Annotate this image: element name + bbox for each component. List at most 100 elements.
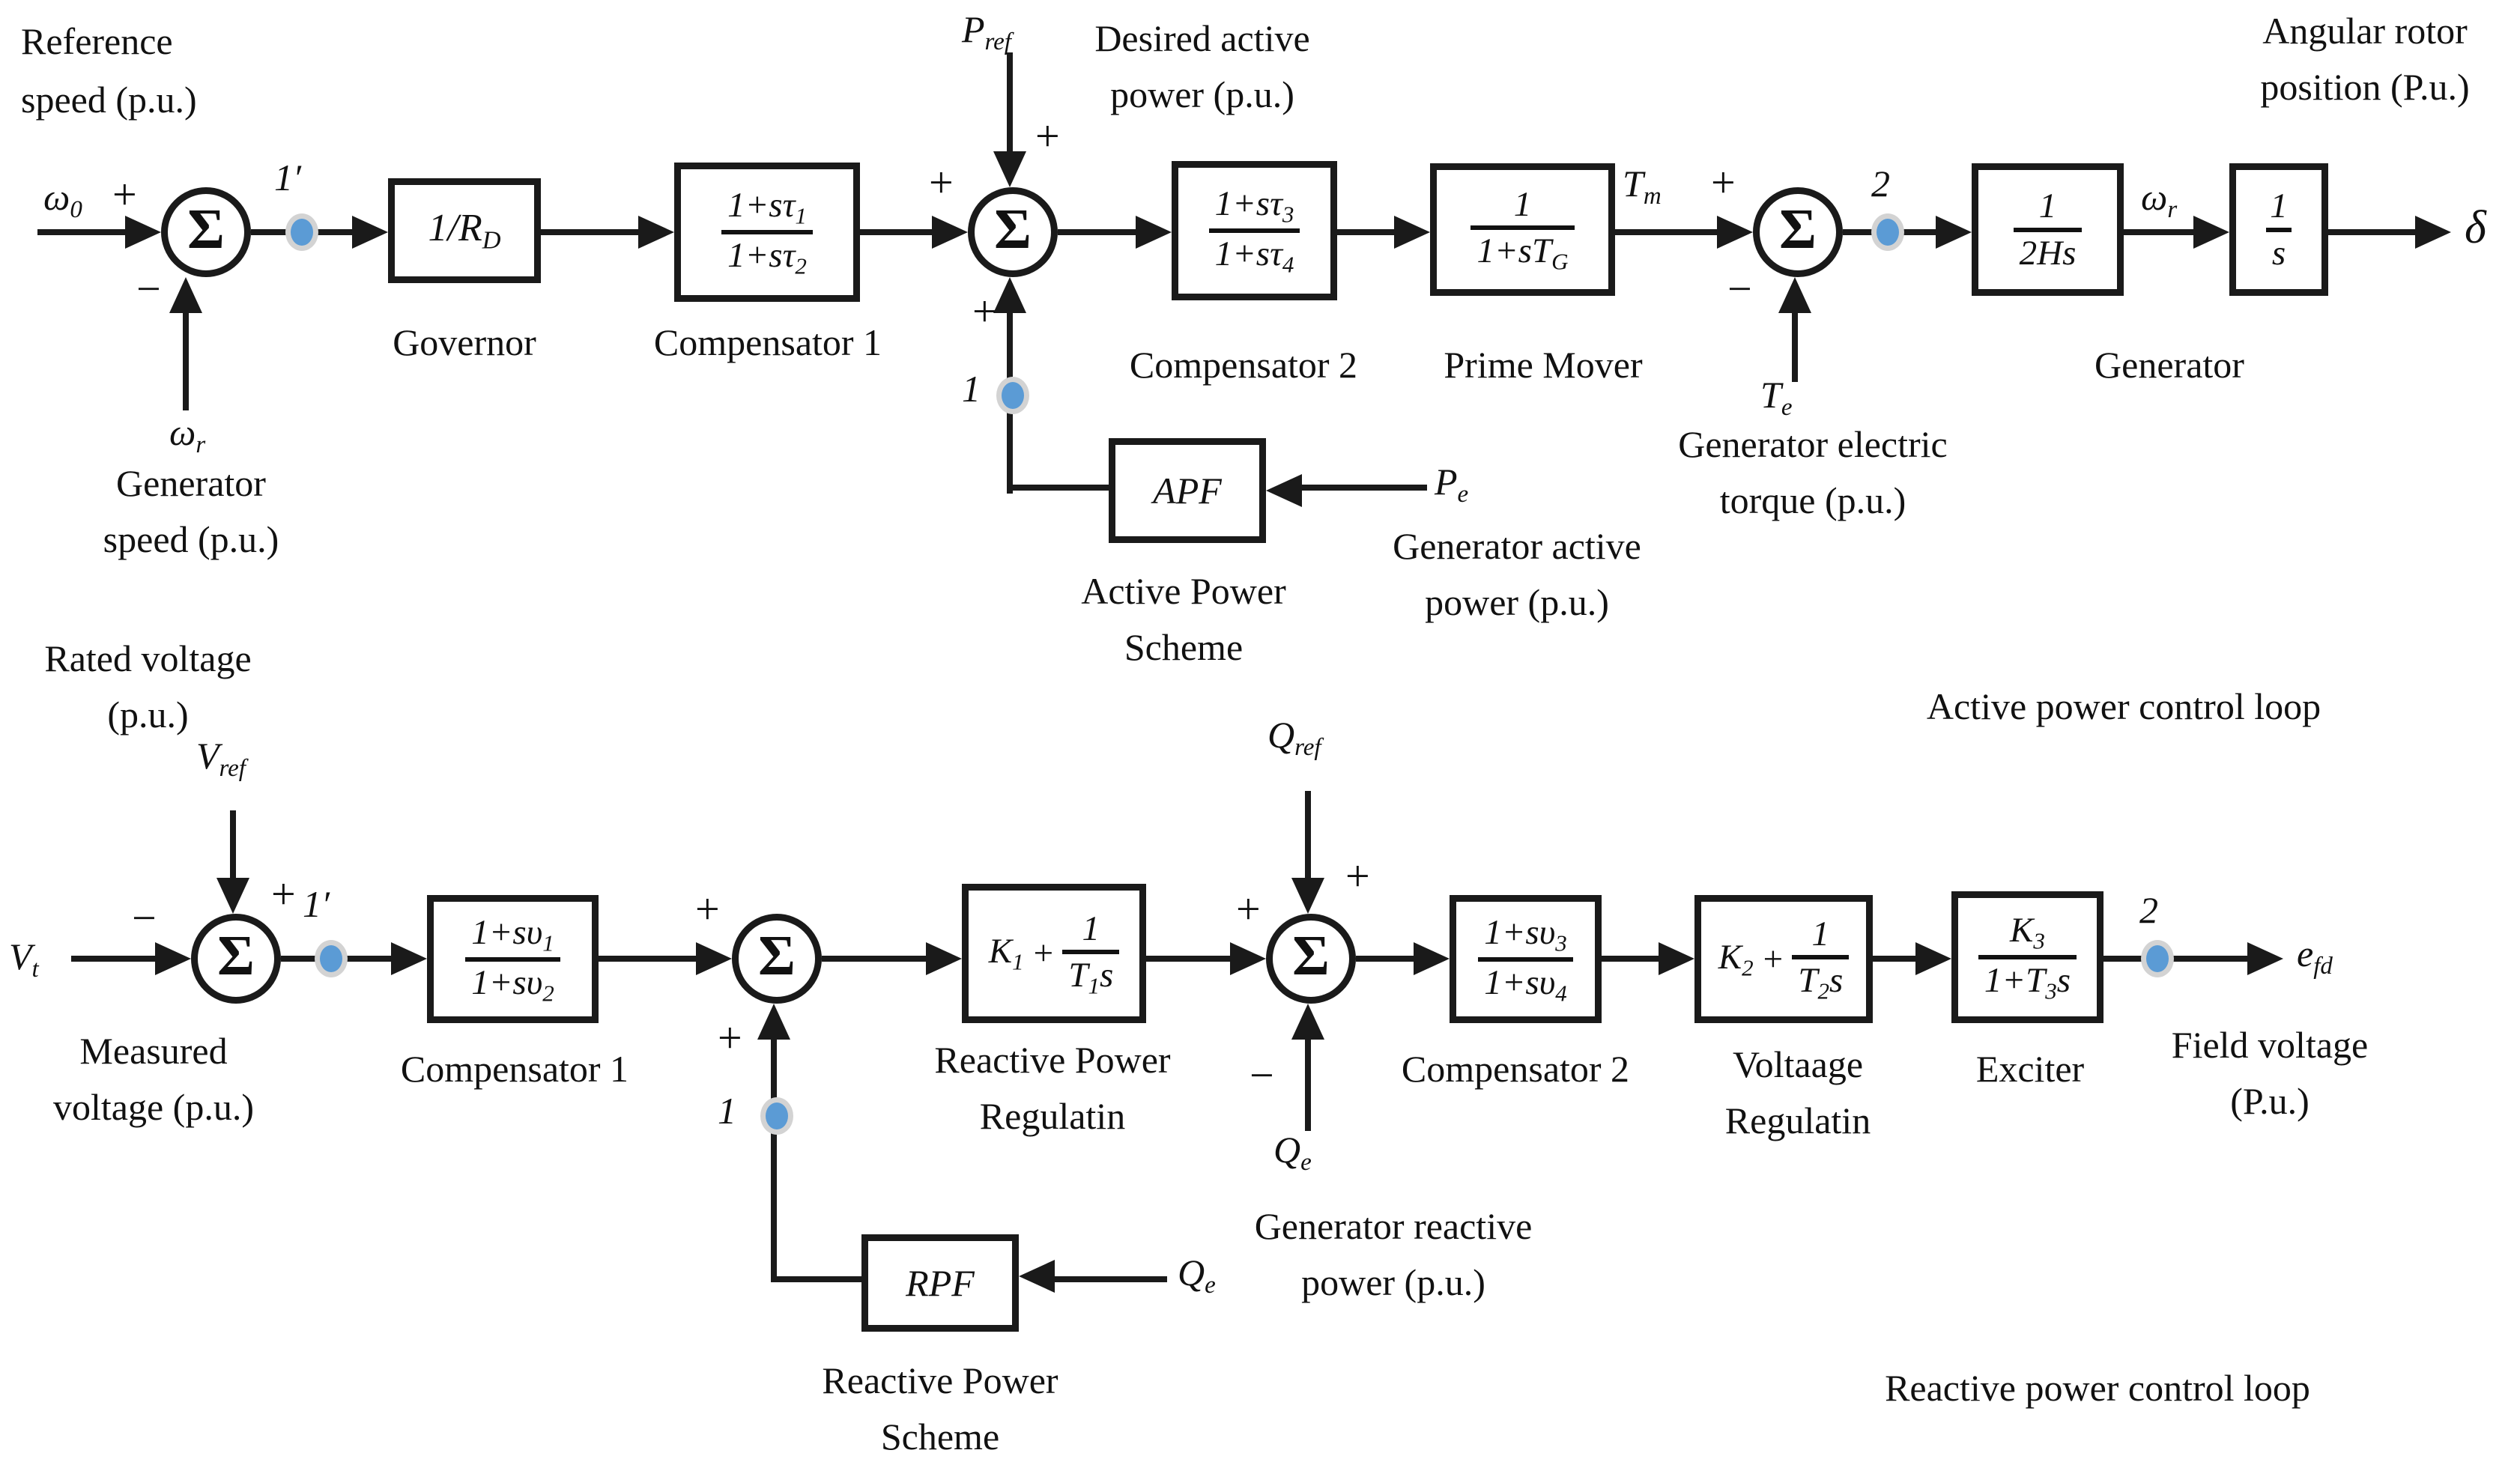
connector bbox=[230, 810, 236, 878]
connector bbox=[774, 1276, 861, 1282]
plus-sign-v-ref: + bbox=[271, 870, 296, 918]
arrowhead bbox=[1394, 216, 1430, 249]
arrowhead bbox=[1778, 277, 1811, 313]
signal-t-e: Te bbox=[1760, 374, 1793, 421]
label-reference-speed-line1: Reference bbox=[21, 20, 173, 62]
connector bbox=[1058, 229, 1136, 235]
signal-q-e-sum: Qe bbox=[1273, 1129, 1312, 1176]
connector bbox=[599, 956, 696, 962]
sum-junction-speed-error: Σ bbox=[161, 187, 251, 277]
connector bbox=[71, 956, 155, 962]
block-integrator: 1 s bbox=[2229, 163, 2328, 296]
connector bbox=[2328, 229, 2415, 235]
sum-junction-power-ref: Σ bbox=[968, 187, 1058, 277]
arrowhead bbox=[1291, 878, 1324, 914]
plus-sign-p-ref: + bbox=[1035, 112, 1060, 160]
node-label-2-top: 2 bbox=[1871, 163, 1890, 204]
label-exciter: Exciter bbox=[1975, 1048, 2085, 1090]
node-label-1-prime-bottom: 1′ bbox=[303, 883, 330, 925]
connector bbox=[1305, 791, 1311, 878]
connector bbox=[1337, 229, 1394, 235]
label-governor: Governor bbox=[393, 321, 536, 363]
block-exciter: K3 1+T3s bbox=[1951, 891, 2103, 1023]
signal-delta: δ bbox=[2465, 202, 2486, 253]
label-compensator2-bottom: Compensator 2 bbox=[1401, 1048, 1630, 1090]
label-compensator1-bottom: Compensator 1 bbox=[400, 1048, 629, 1090]
signal-omega0: ω0 bbox=[43, 176, 82, 223]
arrowhead bbox=[2247, 942, 2283, 975]
node-marker-1-prime-top bbox=[285, 213, 318, 251]
connector bbox=[1356, 956, 1414, 962]
block-compensator2-top: 1+sτ3 1+sτ4 bbox=[1172, 161, 1337, 300]
signal-v-t: Vt bbox=[9, 935, 39, 983]
arrowhead bbox=[1915, 942, 1951, 975]
arrowhead bbox=[638, 216, 674, 249]
label-compensator1-top: Compensator 1 bbox=[653, 321, 882, 363]
connector bbox=[860, 229, 932, 235]
signal-q-ref: Qref bbox=[1267, 714, 1321, 761]
block-rpf: RPF bbox=[861, 1234, 1019, 1332]
arrowhead bbox=[1717, 216, 1753, 249]
node-marker-1-top bbox=[996, 377, 1029, 414]
block-voltage-regulator: K2 + 1 T2s bbox=[1694, 895, 1873, 1023]
arrowhead bbox=[391, 942, 427, 975]
arrowhead bbox=[993, 151, 1026, 187]
connector bbox=[1055, 1276, 1167, 1282]
signal-omega-r-out: ωr bbox=[2141, 176, 2178, 223]
plus-sign-apf: + bbox=[972, 287, 997, 336]
arrowhead bbox=[2415, 216, 2451, 249]
connector bbox=[771, 1040, 777, 1282]
signal-e-fd: efd bbox=[2297, 932, 2333, 980]
block-prime-mover: 1 1+sTG bbox=[1430, 163, 1615, 296]
node-label-1-bottom: 1 bbox=[718, 1090, 736, 1132]
plus-sign-comp1b: + bbox=[695, 885, 720, 933]
signal-p-e: Pe bbox=[1435, 461, 1469, 508]
sum-junction-torque: Σ bbox=[1753, 187, 1843, 277]
node-marker-2-bottom bbox=[2141, 940, 2174, 977]
block-reactive-power-regulator: K1 + 1 T1s bbox=[962, 884, 1146, 1023]
minus-sign-omega-r: − bbox=[136, 264, 161, 313]
plus-sign-comp1-into-sum2: + bbox=[929, 158, 954, 207]
plus-sign-k1-out: + bbox=[1236, 885, 1261, 933]
arrowhead bbox=[1019, 1260, 1055, 1293]
arrowhead bbox=[155, 942, 191, 975]
connector bbox=[822, 956, 926, 962]
connector bbox=[1615, 229, 1717, 235]
node-label-1-prime-top: 1′ bbox=[274, 157, 301, 198]
arrowhead bbox=[216, 878, 249, 914]
label-prime-mover: Prime Mover bbox=[1444, 344, 1643, 386]
block-compensator1-top: 1+sτ1 1+sτ2 bbox=[674, 163, 860, 302]
label-field-voltage: Field voltage(P.u.) bbox=[2171, 1024, 2369, 1122]
connector bbox=[37, 229, 127, 235]
arrowhead bbox=[1266, 474, 1302, 507]
sum-junction-q-ref: Σ bbox=[1266, 914, 1356, 1004]
signal-v-ref: Vref bbox=[196, 735, 246, 782]
node-marker-1-bottom bbox=[760, 1097, 793, 1135]
arrowhead bbox=[1230, 942, 1266, 975]
arrowhead bbox=[352, 216, 388, 249]
connector bbox=[1305, 1040, 1311, 1131]
connector bbox=[2124, 229, 2193, 235]
minus-sign-v-t: − bbox=[132, 894, 157, 942]
caption-reactive-power-loop: Reactive power control loop bbox=[1885, 1367, 2310, 1409]
signal-p-ref: Pref bbox=[962, 8, 1011, 55]
arrowhead bbox=[696, 942, 732, 975]
arrowhead bbox=[1659, 942, 1694, 975]
block-apf: APF bbox=[1109, 438, 1266, 543]
plus-sign-omega0: + bbox=[112, 170, 137, 219]
node-marker-2-top bbox=[1871, 213, 1904, 251]
block-compensator2-bottom: 1+sυ3 1+sυ4 bbox=[1450, 895, 1602, 1023]
arrowhead bbox=[993, 277, 1026, 313]
minus-sign-q-e: − bbox=[1250, 1051, 1274, 1100]
plus-sign-q-ref: + bbox=[1345, 852, 1370, 900]
signal-t-m: Tm bbox=[1623, 163, 1662, 210]
